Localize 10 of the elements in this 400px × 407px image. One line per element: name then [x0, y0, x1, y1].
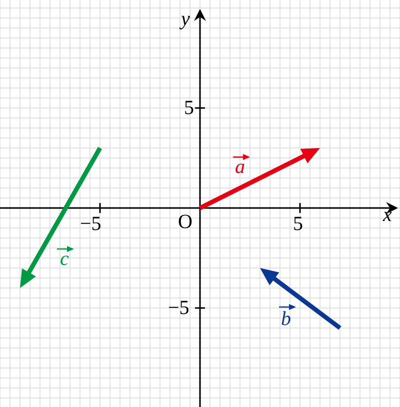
- axis-label: y: [181, 9, 190, 29]
- vector-label: c: [60, 249, 69, 269]
- axis-label: x: [383, 205, 392, 225]
- vector-label: b: [281, 309, 291, 329]
- tick-label: 5: [184, 98, 194, 118]
- tick-label: −5: [80, 214, 102, 234]
- origin-label: O: [178, 212, 192, 232]
- tick-label: −5: [168, 298, 190, 318]
- vector-label: a: [235, 157, 245, 177]
- tick-label: 5: [293, 214, 303, 234]
